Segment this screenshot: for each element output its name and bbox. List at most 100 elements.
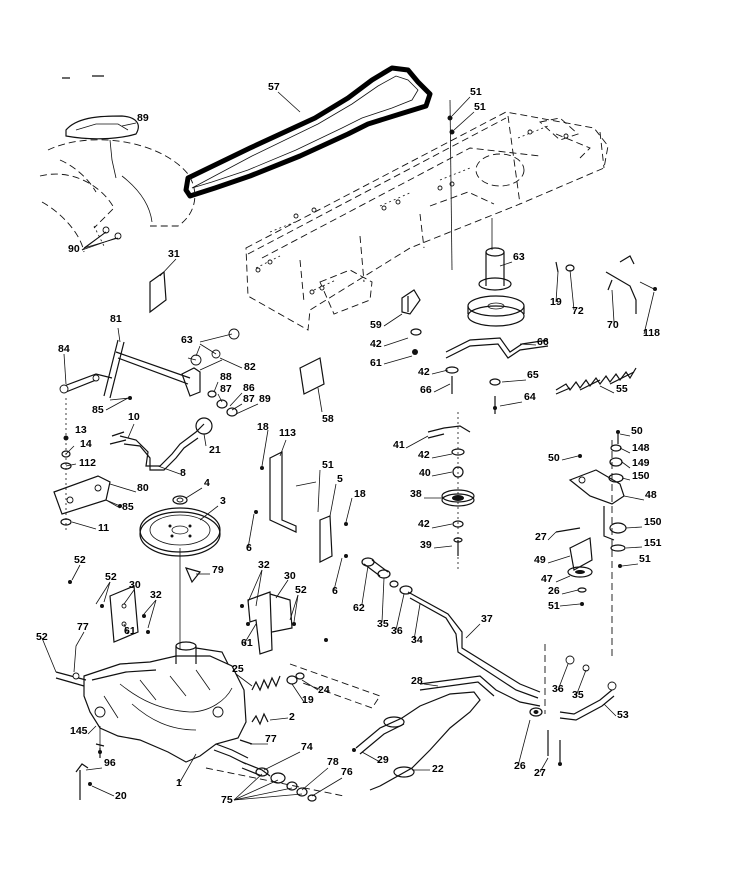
callout-c66b: 66 xyxy=(420,384,432,396)
callout-c52c: 52 xyxy=(295,584,307,596)
callout-c77b: 77 xyxy=(265,733,277,745)
callout-c31: 31 xyxy=(168,248,180,260)
callout-c88: 88 xyxy=(220,371,232,383)
callout-c63b: 63 xyxy=(181,334,193,346)
callout-c86a: 86 xyxy=(243,382,255,394)
callout-c32b: 32 xyxy=(150,589,162,601)
callout-c6a: 6 xyxy=(246,542,252,554)
callout-c14: 14 xyxy=(80,438,92,450)
callout-c5: 5 xyxy=(337,473,343,485)
callout-c25: 25 xyxy=(232,663,244,675)
callout-c90: 90 xyxy=(68,243,80,255)
key-79 xyxy=(184,567,202,584)
callout-c59: 59 xyxy=(370,319,382,331)
callout-c42a: 42 xyxy=(370,338,382,350)
transmission-pulley xyxy=(139,495,221,650)
callout-c42c: 42 xyxy=(418,449,430,461)
callout-c52a: 52 xyxy=(74,554,86,566)
callout-c75: 75 xyxy=(221,794,233,806)
callout-c48: 48 xyxy=(645,489,657,501)
callout-c30b: 30 xyxy=(284,570,296,582)
idler-pulley-stack xyxy=(427,412,475,570)
callout-c85b: 85 xyxy=(122,501,134,513)
callout-c13: 13 xyxy=(75,424,87,436)
callout-c58: 58 xyxy=(322,413,334,425)
callout-c27a: 27 xyxy=(535,531,547,543)
callout-c34: 34 xyxy=(411,634,423,646)
callout-c39: 39 xyxy=(420,539,432,551)
callout-c150b: 150 xyxy=(644,516,662,528)
belt-guide-parts xyxy=(401,289,549,414)
callout-c19a: 19 xyxy=(550,296,562,308)
leader-lines xyxy=(41,91,655,801)
callout-c52d: 52 xyxy=(36,631,48,643)
brake-brackets xyxy=(254,451,348,563)
callout-c148: 148 xyxy=(632,442,650,454)
callout-c38: 38 xyxy=(410,488,422,500)
callout-c37: 37 xyxy=(481,613,493,625)
callout-c149: 149 xyxy=(632,457,650,469)
callout-c63a: 63 xyxy=(513,251,525,263)
callout-c81: 81 xyxy=(110,313,122,325)
callout-c24: 24 xyxy=(318,684,330,696)
callout-c118: 118 xyxy=(643,327,660,339)
transaxle xyxy=(55,641,249,765)
callout-c62: 62 xyxy=(353,602,365,614)
transaxle-brackets xyxy=(68,580,328,655)
callout-c51b: 51 xyxy=(474,101,486,113)
bracket-31 xyxy=(149,270,167,314)
callout-c145: 145 xyxy=(70,725,88,737)
callout-c47: 47 xyxy=(541,573,553,585)
callout-c150a: 150 xyxy=(632,470,650,482)
bracket-58 xyxy=(299,357,325,395)
callout-c51e: 51 xyxy=(548,600,560,612)
callout-c21: 21 xyxy=(209,444,221,456)
callout-c28: 28 xyxy=(411,675,423,687)
callout-c3: 3 xyxy=(220,495,226,507)
callout-c72: 72 xyxy=(572,305,584,317)
callout-c19b: 19 xyxy=(302,694,314,706)
callout-c41: 41 xyxy=(393,439,405,451)
callout-c89: 89 xyxy=(137,112,149,124)
callout-c112: 112 xyxy=(79,457,96,469)
callout-c40: 40 xyxy=(419,467,431,479)
callout-c36b: 36 xyxy=(552,683,564,695)
callout-c6b: 6 xyxy=(332,585,338,597)
callout-c26b: 26 xyxy=(514,760,526,772)
callout-c2: 2 xyxy=(289,711,295,723)
callout-c89b: 89 xyxy=(259,393,271,405)
callout-c55: 55 xyxy=(616,383,628,395)
callout-c30a: 30 xyxy=(129,579,141,591)
callout-c64: 64 xyxy=(524,391,536,403)
transaxle-springs xyxy=(251,663,381,726)
callout-c35a: 35 xyxy=(377,618,389,630)
callout-c10: 10 xyxy=(128,411,140,423)
callout-c20: 20 xyxy=(115,790,127,802)
upper-right-bracket xyxy=(555,255,657,314)
callout-c87b: 87 xyxy=(243,393,255,405)
callout-c32a: 32 xyxy=(258,559,270,571)
callout-c61b: 61 xyxy=(124,625,136,637)
callout-c36a: 36 xyxy=(391,625,403,637)
callout-c61c: 61 xyxy=(241,637,253,649)
tension-spring xyxy=(555,367,637,395)
callout-c18b: 18 xyxy=(354,488,366,500)
callout-c26a: 26 xyxy=(548,585,560,597)
callout-c77a: 77 xyxy=(77,621,89,633)
callout-c52b: 52 xyxy=(105,571,117,583)
callout-c22: 22 xyxy=(432,763,444,775)
callout-c4: 4 xyxy=(204,477,210,489)
callout-c87a: 87 xyxy=(220,383,232,395)
callout-c82: 82 xyxy=(244,361,256,373)
callout-c61a: 61 xyxy=(370,357,382,369)
callout-c35b: 35 xyxy=(572,689,584,701)
callout-c8: 8 xyxy=(180,467,186,479)
callout-c74: 74 xyxy=(301,741,313,753)
callout-c51d: 51 xyxy=(639,553,651,565)
seat-area xyxy=(39,75,196,253)
drive-belt-inner xyxy=(191,75,419,189)
callout-c113: 113 xyxy=(279,427,296,439)
